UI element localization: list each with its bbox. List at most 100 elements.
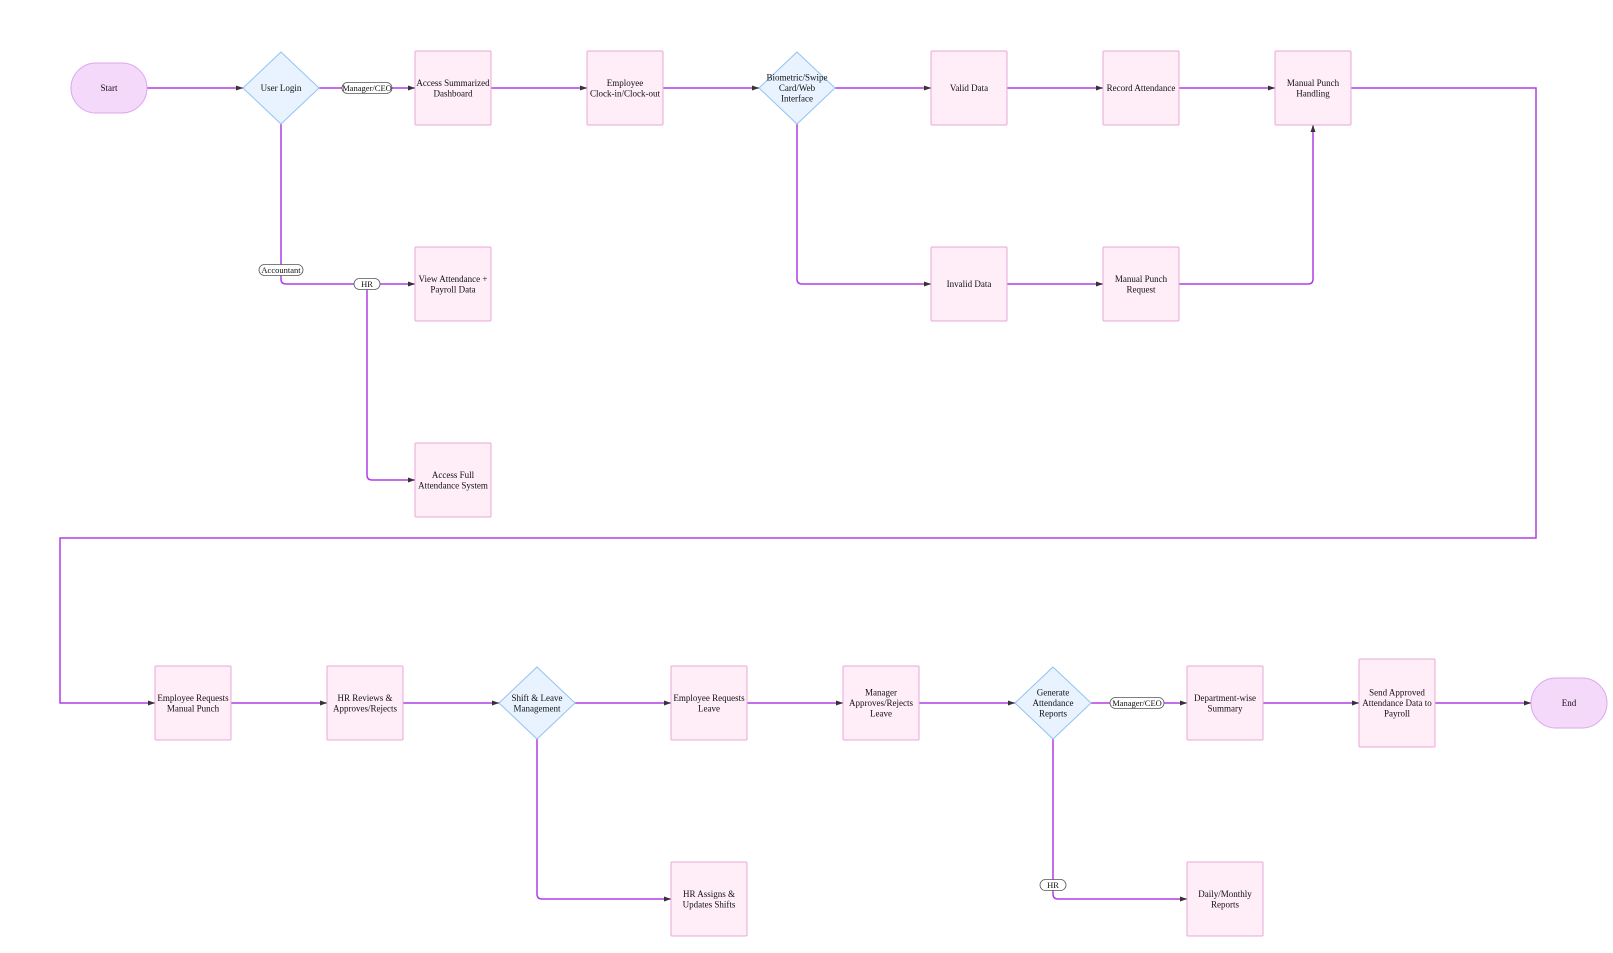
node-record-attendance[interactable]: Record Attendance [1102,50,1180,126]
node-label-line: Card/Web [779,83,816,93]
process-box [842,665,920,741]
decision-diamond [242,51,320,125]
edge-shift-to-assigns [536,739,671,902]
node-user-login[interactable]: User Login [242,51,320,125]
node-label-line: Manager [865,688,897,698]
edge-label-manager-ceo-bottom: Manager/CEO [1109,697,1165,709]
process-box [1274,50,1352,126]
node-label-line: Updates Shifts [683,899,736,909]
node-label-line: Manual Punch [1115,274,1168,284]
terminal-pill [70,62,148,114]
node-label-line: HR Assigns & [683,889,735,899]
node-label-line: Leave [870,709,892,719]
node-label-line: Employee Requests [673,693,745,703]
node-label-line: Manual Punch [167,703,220,713]
edge-label-pill [341,82,393,94]
node-label-line: Send Approved [1369,688,1425,698]
nodes-layer: Start User Login Access SummarizedDashboar… [70,50,1608,937]
node-label-line: Shift & Leave [512,693,563,703]
process-box [670,665,748,741]
node-label-line: User Login [261,83,302,93]
node-label-line: Invalid Data [947,279,992,289]
node-view-attendance[interactable]: View Attendance +Payroll Data [414,246,492,322]
node-label-line: Leave [698,703,720,713]
edge-reports-to-daily [1052,739,1187,902]
process-box [414,442,492,518]
edge-label-text: HR [361,279,373,289]
node-label-line: Manual Punch [1287,78,1340,88]
decision-diamond [1014,666,1092,740]
node-label-line: Attendance System [418,480,488,490]
node-label-line: Attendance Data to [1362,698,1432,708]
node-label-line: Clock-in/Clock-out [590,88,660,98]
node-label-line: Reports [1039,709,1067,719]
node-label-line: Summary [1208,703,1243,713]
node-label-line: Daily/Monthly [1198,889,1252,899]
node-label-line: Reports [1211,899,1239,909]
node-invalid-data[interactable]: Invalid Data [930,246,1008,322]
edge-label-text: HR [1047,880,1059,890]
decision-diamond [498,666,576,740]
decision-diamond [758,51,836,125]
edge-label-pill [1039,879,1067,891]
node-label-line: Valid Data [950,83,988,93]
edge-label-pill [1109,697,1165,709]
node-start[interactable]: Start [70,62,148,114]
edge-label-hr-bottom: HR [1039,879,1067,891]
node-label-line: Handling [1296,88,1330,98]
process-box [1186,665,1264,741]
edge-hr-to-full [366,284,415,483]
node-label-line: Interface [781,94,813,104]
node-label-line: Biometric/Swipe [767,73,828,83]
process-box [1358,658,1436,748]
node-label-line: Start [101,83,118,93]
process-box [930,246,1008,322]
node-label-line: End [1562,698,1577,708]
edge-label-hr-top: HR [353,278,381,290]
process-box [414,50,492,126]
process-box [1186,861,1264,937]
process-box [1102,50,1180,126]
process-box [414,246,492,322]
edge-label-text: Accountant [261,265,301,275]
edge-login-to-view [280,124,415,287]
edge-request-to-handling [1179,125,1316,285]
node-label-line: View Attendance + [418,274,487,284]
node-end[interactable]: End [1530,677,1608,729]
node-label-line: Dashboard [434,88,473,98]
edge-label-pill [258,264,304,276]
process-box [586,50,664,126]
node-label-line: Payroll [1384,709,1410,719]
edge-label-text: Manager/CEO [342,83,392,93]
node-hr-assigns[interactable]: HR Assigns &Updates Shifts [670,861,748,937]
edge-handling-to-next-row [59,87,1537,706]
terminal-pill [1530,677,1608,729]
node-label-line: Approves/Rejects [333,703,397,713]
node-label-line: Access Summarized [416,78,490,88]
node-valid-data[interactable]: Valid Data [930,50,1008,126]
node-label-line: Request [1127,284,1156,294]
process-box [670,861,748,937]
process-box [326,665,404,741]
node-label-line: Approves/Rejects [849,698,913,708]
edge-label-pill [353,278,381,290]
node-label-line: Payroll Data [430,284,475,294]
process-box [1102,246,1180,322]
node-hr-reviews[interactable]: HR Reviews &Approves/Rejects [326,665,404,741]
